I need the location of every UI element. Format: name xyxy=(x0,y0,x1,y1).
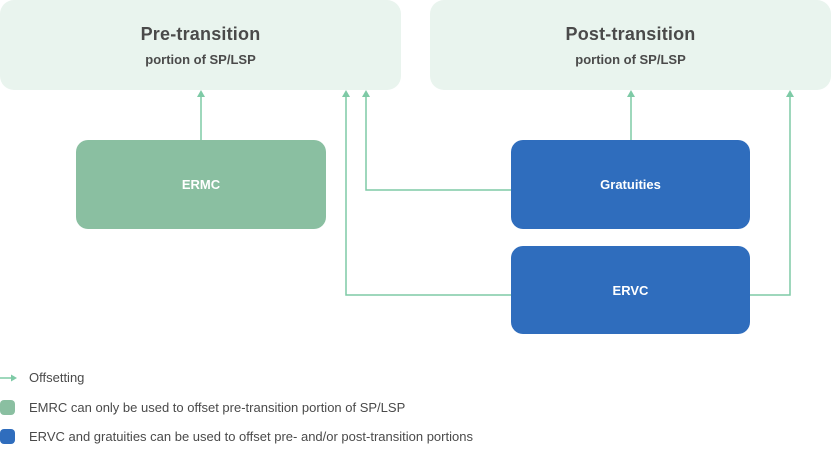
legend-offsetting: Offsetting xyxy=(0,370,84,385)
post-transition-subtitle: portion of SP/LSP xyxy=(575,51,686,67)
gratuities-node: Gratuities xyxy=(511,140,750,229)
arrowhead-ervc-pre xyxy=(342,90,350,97)
ermc-node: ERMC xyxy=(76,140,326,229)
legend-ervc: ERVC and gratuities can be used to offse… xyxy=(0,429,473,444)
arrow-ervc-post xyxy=(750,96,791,296)
pre-transition-box: Pre-transition portion of SP/LSP xyxy=(0,0,401,90)
legend-emrc: EMRC can only be used to offset pre-tran… xyxy=(0,400,405,415)
ervc-node: ERVC xyxy=(511,246,750,334)
pre-transition-title: Pre-transition xyxy=(140,23,261,44)
legend-offsetting-label: Offsetting xyxy=(29,370,85,385)
arrow-gratuities-pre xyxy=(365,96,511,191)
arrow-ervc-pre xyxy=(345,96,511,296)
arrowhead-ervc-post xyxy=(786,90,794,97)
legend-emrc-label: EMRC can only be used to offset pre-tran… xyxy=(29,400,406,415)
arrowhead-ermc-pre xyxy=(197,90,205,97)
blue-swatch-icon xyxy=(0,429,15,444)
arrowhead-gratuities-post xyxy=(627,90,635,97)
post-transition-box: Post-transition portion of SP/LSP xyxy=(430,0,831,90)
post-transition-title: Post-transition xyxy=(565,23,696,44)
pre-transition-subtitle: portion of SP/LSP xyxy=(145,51,256,67)
legend-ervc-label: ERVC and gratuities can be used to offse… xyxy=(29,429,473,444)
green-swatch-icon xyxy=(0,400,15,415)
offsetting-arrow-icon xyxy=(0,374,17,381)
arrowhead-gratuities-pre xyxy=(362,90,370,97)
